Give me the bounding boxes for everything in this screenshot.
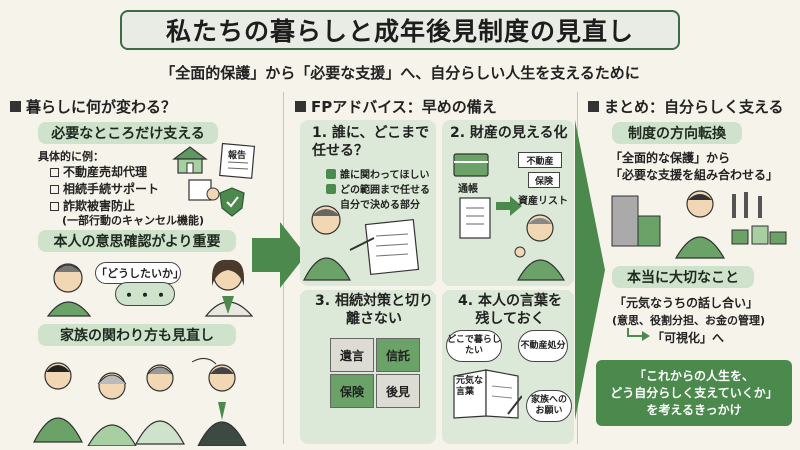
speech-bubble: どこで暮らしたい <box>446 330 502 362</box>
shield-icon <box>219 187 245 217</box>
elderly-man-avatar <box>46 263 92 317</box>
left-heading: 暮らしに何が変わる？ <box>10 96 176 117</box>
section-title-family: 家族の関わり方も見直し <box>38 324 236 346</box>
list-item: 相続手続サポート <box>50 180 159 197</box>
tag-insurance: 保険 <box>528 172 560 188</box>
family-illustration <box>33 358 247 446</box>
thinking-bubble: ・・・ <box>115 282 175 306</box>
list-item: 自分で決める部分 <box>340 200 420 211</box>
shift-text: 「全面的な保護」から 「必要な支援を組み合わせる」 <box>610 150 778 184</box>
middle-heading: FPアドバイス：早めの備え <box>295 96 497 117</box>
right-heading: まとめ：自分らしく支える <box>588 96 784 117</box>
puzzle-piece: 信託 <box>376 338 420 372</box>
report-label: 報告 <box>228 151 247 161</box>
notebook-text: 元気な言葉 <box>456 376 484 397</box>
card-title: 4. 本人の言葉を残しておく <box>458 293 562 327</box>
cta-box: 「これからの人生を、 どう自分らしく支えていくか」 を考えるきっかけ <box>596 360 792 426</box>
person-thumbsup-illustration <box>514 214 566 281</box>
section-title-important: 本当に大切なこと <box>612 266 754 288</box>
shift-text-line: 「必要な支援を組み合わせる」 <box>610 168 779 182</box>
speech-bubble: 家族へのお願い <box>526 390 572 422</box>
notebook-icon <box>453 369 522 419</box>
important-text: 「元気なうちの話し合い」 <box>614 296 759 310</box>
important-subtext: (意思、役割分担、お金の管理) <box>612 314 766 327</box>
list-item: どの範囲まで任せる <box>326 183 430 198</box>
tag-realestate: 不動産 <box>518 152 562 168</box>
puzzle-piece: 保険 <box>330 374 374 408</box>
section-title-consent: 本人の意思確認がより重要 <box>38 230 236 252</box>
puzzle-piece: 後見 <box>376 374 420 408</box>
section-title-support: 必要なところだけ支える <box>38 122 218 144</box>
list-item: 詐欺被害防止 <box>50 197 135 214</box>
tools-illustration <box>611 190 787 259</box>
speech-bubble: 不動産処分 <box>518 330 568 362</box>
card-title: 1. 誰に、どこまで任せる？ <box>312 125 430 159</box>
visualization-text: 「可視化」へ <box>652 331 725 345</box>
list-item: 誰に関わってほしい <box>326 168 430 183</box>
section-title-shift: 制度の方向転換 <box>612 122 742 144</box>
puzzle-piece: 遺言 <box>330 338 374 372</box>
shift-text-line: 「全面的な保護」から <box>610 151 731 165</box>
arrow-right-icon <box>627 328 650 341</box>
example-label: 具体的に例： <box>38 150 104 163</box>
asset-list-label: 資産リスト <box>518 196 568 207</box>
chevron-right-icon <box>575 120 605 420</box>
page-subtitle: 「全面的保護」から「必要な支援」へ、自分らしい人生を支えるために <box>160 64 640 82</box>
report-document-icon <box>219 142 256 179</box>
delegate-list: 誰に関わってほしい どの範囲まで任せる 自分で決める部分 <box>326 168 430 213</box>
page-title: 私たちの暮らしと成年後見制度の見直し <box>120 10 680 50</box>
cta-line: を考えるきっかけ <box>646 402 742 417</box>
arrow-right-icon <box>252 222 306 288</box>
advisor-woman-avatar <box>204 259 254 317</box>
cta-line: 「これからの人生を、 <box>633 368 754 383</box>
passbook-label: 通帳 <box>458 184 478 195</box>
checklist-icon <box>459 197 491 239</box>
card-title: 3. 相続対策と切り離さない <box>315 293 433 327</box>
list-item: 不動産売却代理 <box>50 163 147 180</box>
person-writing-illustration <box>303 205 420 281</box>
passbook-icon <box>453 153 489 177</box>
cta-line: どう自分らしく支えていくか」 <box>610 385 778 400</box>
contract-icon <box>188 179 220 201</box>
card-title: 2. 財産の見える化 <box>450 125 568 141</box>
speech-bubble: 「どうしたいか」 <box>95 262 184 284</box>
note: (一部行動のキャンセル機能) <box>62 214 205 227</box>
house-icon <box>172 146 208 174</box>
arrow-right-icon <box>496 196 522 216</box>
